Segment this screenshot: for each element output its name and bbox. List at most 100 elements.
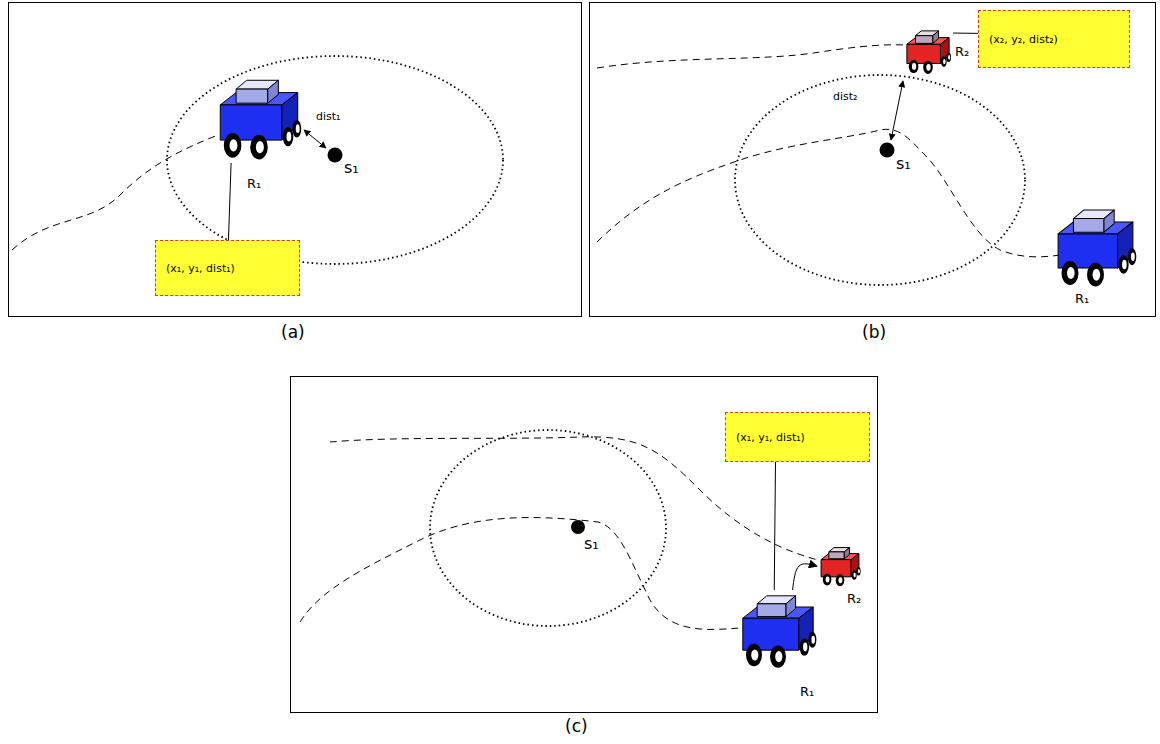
robot-wheel [770, 645, 786, 667]
robot-payload [236, 89, 268, 103]
robot-label: R₂ [955, 44, 969, 59]
robot-wheel [808, 632, 816, 648]
message-box: (x₂, y₂, dist₂) [978, 10, 1130, 68]
robot-wheel [946, 52, 951, 62]
robot-hub [775, 651, 782, 662]
sensing-range [735, 75, 1025, 285]
robot-hub [853, 573, 855, 578]
robot-wheel [823, 573, 832, 585]
robot-wheel [292, 120, 301, 138]
robot-trajectory [597, 129, 1060, 257]
robot-wheel [852, 570, 857, 579]
sensor-label: s₁ [344, 158, 359, 177]
robot-wheel [224, 133, 242, 158]
robot-payload [933, 31, 939, 43]
robot-trajectory [12, 135, 218, 250]
sensor-dot [328, 148, 343, 163]
robot-wheel [283, 127, 294, 146]
robot-trajectory [597, 45, 905, 68]
robot: R₂ [903, 28, 953, 76]
robot-hub [858, 569, 860, 573]
message-box: (x₁, y₁, dist₁) [725, 412, 870, 462]
robot-figure [903, 28, 953, 76]
panel-caption: (b) [862, 322, 886, 342]
robot-hub [838, 577, 842, 583]
robot-hub [943, 59, 946, 64]
distance-label: dist₁ [316, 110, 341, 123]
robot-wheel [909, 60, 919, 73]
robot: R₁ [1053, 205, 1138, 290]
robot-payload [1104, 210, 1114, 232]
distance-label: dist₂ [833, 90, 858, 103]
robot-hub [1093, 269, 1101, 281]
panel-frame [291, 377, 878, 713]
leader-line [953, 33, 978, 34]
robot-payload [757, 604, 786, 617]
sensor-label: s₁ [896, 154, 911, 173]
robot-hub [256, 141, 264, 153]
robot-label: R₂ [847, 591, 861, 606]
robot: R₁ [738, 590, 818, 672]
robot-hub [751, 649, 758, 660]
robot-payload [829, 552, 844, 559]
robot-hub [1131, 253, 1135, 262]
robot-hub [948, 55, 950, 60]
robot-hub [1067, 267, 1075, 279]
message-box: (x₁, y₁, dist₁) [155, 240, 300, 296]
robot-wheel [941, 56, 947, 67]
robot-payload [1073, 219, 1104, 233]
robot-payload [268, 80, 279, 103]
robot-wheel [250, 135, 268, 160]
robot-wheel [1118, 255, 1128, 274]
robot-trajectory [300, 518, 740, 630]
distance-arrow [304, 130, 326, 148]
message-text: (x₂, y₂, dist₂) [989, 33, 1058, 46]
robot-wheel [1062, 261, 1079, 285]
message-text: (x₁, y₁, dist₁) [166, 262, 235, 275]
leader-line [774, 462, 775, 590]
robot-wheel [1128, 248, 1137, 265]
robot-hub [230, 139, 238, 151]
robot-hub [811, 636, 815, 644]
robot-hub [912, 63, 916, 70]
panel-frame [9, 3, 582, 317]
robot-payload [786, 596, 796, 617]
robot-hub [826, 576, 830, 582]
robot-figure [817, 545, 863, 588]
robot-payload [844, 548, 849, 559]
panel-frame [590, 3, 1156, 317]
robot-wheel [800, 638, 810, 656]
robot-payload [916, 36, 933, 44]
distance-arrow [891, 81, 903, 140]
panel-caption: (a) [281, 322, 305, 342]
robot-label: R₁ [247, 176, 261, 191]
robot-hub [1122, 260, 1127, 269]
sensor-label: s₁ [584, 534, 599, 553]
sensing-range [167, 56, 503, 264]
panel-caption: (c) [565, 716, 588, 736]
sensor-dot [571, 520, 585, 534]
robot-wheel [836, 574, 845, 586]
robot: R₁ [215, 75, 303, 163]
robot-hub [926, 64, 930, 71]
robot-figure [738, 590, 818, 672]
motion-arrow [793, 564, 817, 590]
sensing-range [430, 430, 666, 626]
message-text: (x₁, y₁, dist₁) [736, 431, 805, 444]
robot-figure [1053, 205, 1138, 290]
robot-figure [215, 75, 303, 163]
sensor-dot [880, 143, 895, 158]
robot: R₂ [817, 545, 863, 588]
leader-line [228, 163, 231, 240]
robot-hub [296, 124, 300, 133]
robot-wheel [923, 61, 933, 74]
robot-wheel [856, 567, 860, 576]
robot-hub [803, 643, 807, 652]
robot-wheel [1087, 263, 1104, 287]
robot-label: R₁ [1075, 291, 1089, 306]
robot-hub [287, 132, 292, 142]
robot-wheel [746, 644, 762, 666]
